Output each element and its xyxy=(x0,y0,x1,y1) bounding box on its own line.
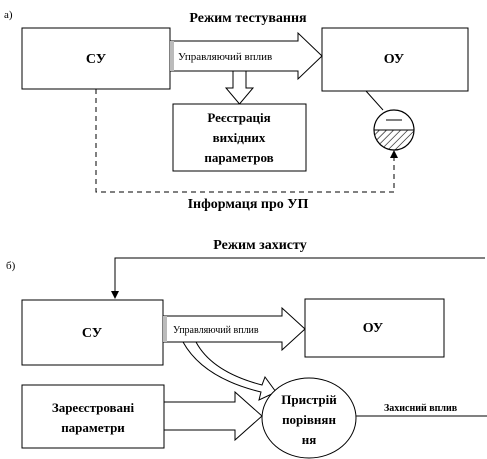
registration-line-3: параметров xyxy=(204,150,273,165)
panel-a-label: а) xyxy=(4,9,13,21)
params-to-comparator-arrow xyxy=(163,390,263,442)
object-box-b: ОУ xyxy=(304,298,445,358)
object-box-a: ОУ xyxy=(321,27,469,92)
registered-params-box: Зареєстровані параметри xyxy=(21,384,165,449)
panel-b-label: б) xyxy=(6,260,16,272)
control-system-label-a: СУ xyxy=(86,52,106,67)
registered-line-2: параметри xyxy=(61,420,125,435)
control-action-arrow-a: Управляючий вплив xyxy=(169,31,323,81)
protect-mode-title: Режим захисту xyxy=(213,238,306,253)
registration-line-1: Реєстрація xyxy=(207,110,270,125)
control-system-box-a: СУ xyxy=(21,27,171,90)
feedback-loop-a xyxy=(95,89,398,193)
comparator-line-3: ня xyxy=(302,432,317,447)
comparator-line-1: Пристрій xyxy=(281,392,337,407)
registration-box: Реєстрація вихідних параметров xyxy=(172,103,307,172)
object-label-a: ОУ xyxy=(384,52,404,67)
object-label-b: ОУ xyxy=(363,321,383,336)
comparator-line-2: порівнян xyxy=(282,412,336,427)
registered-line-1: Зареєстровані xyxy=(52,400,135,415)
registration-line-2: вихідних xyxy=(213,130,266,145)
comparator-device: Пристрій порівнян ня xyxy=(261,377,357,459)
curved-arrow-to-comparator xyxy=(182,341,277,401)
mode-feedback-line-b xyxy=(111,257,485,299)
control-action-label-b: Управляючий вплив xyxy=(173,325,259,336)
control-system-label-b: СУ xyxy=(82,326,102,341)
feedback-label-a: Інформаця про УП xyxy=(188,197,309,212)
control-action-label-a: Управляючий вплив xyxy=(178,51,272,63)
protective-action-label: Захисний вплив xyxy=(384,403,458,414)
test-mode-title: Режим тестування xyxy=(189,11,307,26)
sensor-gauge xyxy=(365,90,415,151)
registration-down-arrow xyxy=(224,70,255,105)
control-system-box-b: СУ xyxy=(21,299,164,366)
